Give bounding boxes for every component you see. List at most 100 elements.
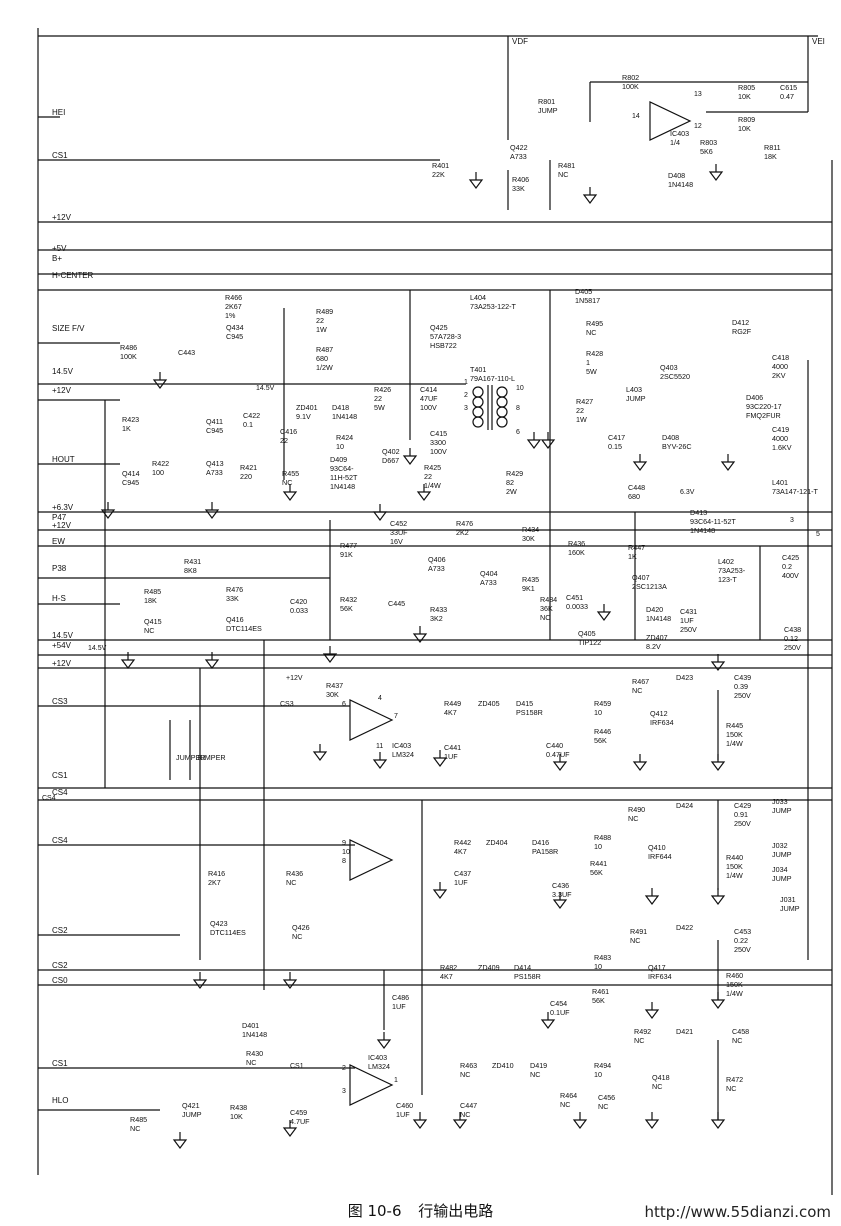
ground-icon — [720, 454, 736, 471]
label-c415-2: 100V — [430, 447, 447, 456]
ground-icon — [412, 626, 428, 643]
label-r472-0: R472 — [726, 1075, 743, 1084]
ground-icon — [412, 1112, 428, 1129]
wires — [37, 28, 833, 1195]
label-q416-1: DTC114ES — [226, 624, 262, 633]
label-r461-1: 56K — [592, 996, 605, 1005]
label-r425-1: 22 — [424, 472, 432, 481]
label-r401-1: 22K — [432, 170, 445, 179]
label-c439-2: 250V — [734, 691, 751, 700]
input-label-9: HOUT — [52, 455, 75, 464]
label-ic403d-0: IC403 — [368, 1053, 387, 1062]
label-r483-0: R483 — [594, 953, 611, 962]
label-q423-0: Q423 — [210, 919, 228, 928]
label-r435-0: R435 — [522, 575, 539, 584]
label-c448-1: 680 — [628, 492, 640, 501]
label-r466-1: 2K67 — [225, 302, 242, 311]
label-c418-0: C418 — [772, 353, 789, 362]
label-r447-1: 1K — [628, 552, 637, 561]
label-c418-1: 4000 — [772, 362, 788, 371]
label-c431-2: 250V — [680, 625, 697, 634]
ground-icon — [372, 752, 388, 769]
ground-icon — [468, 172, 484, 189]
label-r802-1: 100K — [622, 82, 639, 91]
label-q417-0: Q417 — [648, 963, 666, 972]
label-q413-1: A733 — [206, 468, 223, 477]
label-r441-0: R441 — [590, 859, 607, 868]
label-r484-0: R484 — [540, 595, 557, 604]
label-d406-0: D406 — [746, 393, 763, 402]
pin-label-12: 11 — [376, 743, 383, 750]
label-r445-2: 1/4W — [726, 739, 743, 748]
pin-label-16: 6.3V — [680, 489, 695, 496]
label-r436b-0: R436 — [286, 869, 303, 878]
label-c419-0: C419 — [772, 425, 789, 434]
ground-icon — [540, 1012, 556, 1029]
label-r431-1: 8K8 — [184, 566, 197, 575]
ground-icon — [172, 1132, 188, 1149]
ground-icon — [282, 972, 298, 989]
rail-label-0: VDF — [512, 37, 528, 46]
ground-icon — [552, 892, 568, 909]
label-c417-1: 0.15 — [608, 442, 622, 451]
label-c451-1: 0.0033 — [566, 602, 588, 611]
label-r426-0: R426 — [374, 385, 391, 394]
label-q422-0: Q422 — [510, 143, 528, 152]
label-d401-1: 1N4148 — [242, 1030, 267, 1039]
label-c429-0: C429 — [734, 801, 751, 810]
label-j034-0: J034 — [772, 865, 788, 874]
label-q406-1: A733 — [428, 564, 445, 573]
label-r484-1: 36K — [540, 604, 553, 613]
label-c431-1: 1UF — [680, 616, 694, 625]
label-q415-0: Q415 — [144, 617, 162, 626]
label-c453-2: 250V — [734, 945, 751, 954]
label-c414-0: C414 — [420, 385, 437, 394]
label-d424-0: D424 — [676, 801, 693, 810]
label-r426-2: 5W — [374, 403, 385, 412]
label-q405-0: Q405 — [578, 629, 596, 638]
label-r425-2: 1/4W — [424, 481, 441, 490]
ground-icon — [452, 1112, 468, 1129]
label-q434-1: C945 — [226, 332, 243, 341]
label-r421-1: 220 — [240, 472, 252, 481]
label-r460-2: 1/4W — [726, 989, 743, 998]
label-r472-1: NC — [726, 1084, 736, 1093]
input-label-15: H-S — [52, 594, 66, 603]
label-q411-0: Q411 — [206, 417, 223, 426]
label-ic403b-0: IC403 — [392, 741, 411, 750]
label-l404-0: L404 — [470, 293, 486, 302]
label-r424-0: R424 — [336, 433, 353, 442]
label-c437-0: C437 — [454, 869, 471, 878]
label-q423-1: DTC114ES — [210, 928, 246, 937]
label-r401-0: R401 — [432, 161, 449, 170]
label-c451-0: C451 — [566, 593, 583, 602]
ground-icon — [710, 888, 726, 905]
input-label-2: +12V — [52, 213, 72, 222]
ground-icon — [540, 432, 556, 449]
label-c486-1: 1UF — [392, 1002, 406, 1011]
input-label-11: P47 — [52, 513, 67, 522]
pin-label-2: 12 — [694, 123, 702, 130]
ground-icon — [432, 750, 448, 767]
label-q407-1: 2SC1213A — [632, 582, 667, 591]
label-c429-2: 250V — [734, 819, 751, 828]
input-label-27: HLO — [52, 1096, 68, 1105]
label-q434-0: Q434 — [226, 323, 244, 332]
label-r489-2: 1W — [316, 325, 327, 334]
label-r476-1: 2K2 — [456, 528, 469, 537]
input-label-18: +12V — [52, 659, 72, 668]
label-q418-1: NC — [652, 1082, 662, 1091]
opamp-ic403-3 — [349, 839, 394, 881]
label-r811-1: 18K — [764, 152, 777, 161]
pin-label-17: 14.5V — [256, 385, 275, 392]
label-r460-1: 150K — [726, 980, 743, 989]
label-c615-0: C615 — [780, 83, 797, 92]
label-c460-0: C460 — [396, 1101, 413, 1110]
opamp-ic403-2 — [349, 699, 394, 741]
label-r467-1: NC — [632, 686, 642, 695]
input-label-6: SIZE F/V — [52, 324, 85, 333]
label-c458-1: NC — [732, 1036, 742, 1045]
label-r445-1: 150K — [726, 730, 743, 739]
